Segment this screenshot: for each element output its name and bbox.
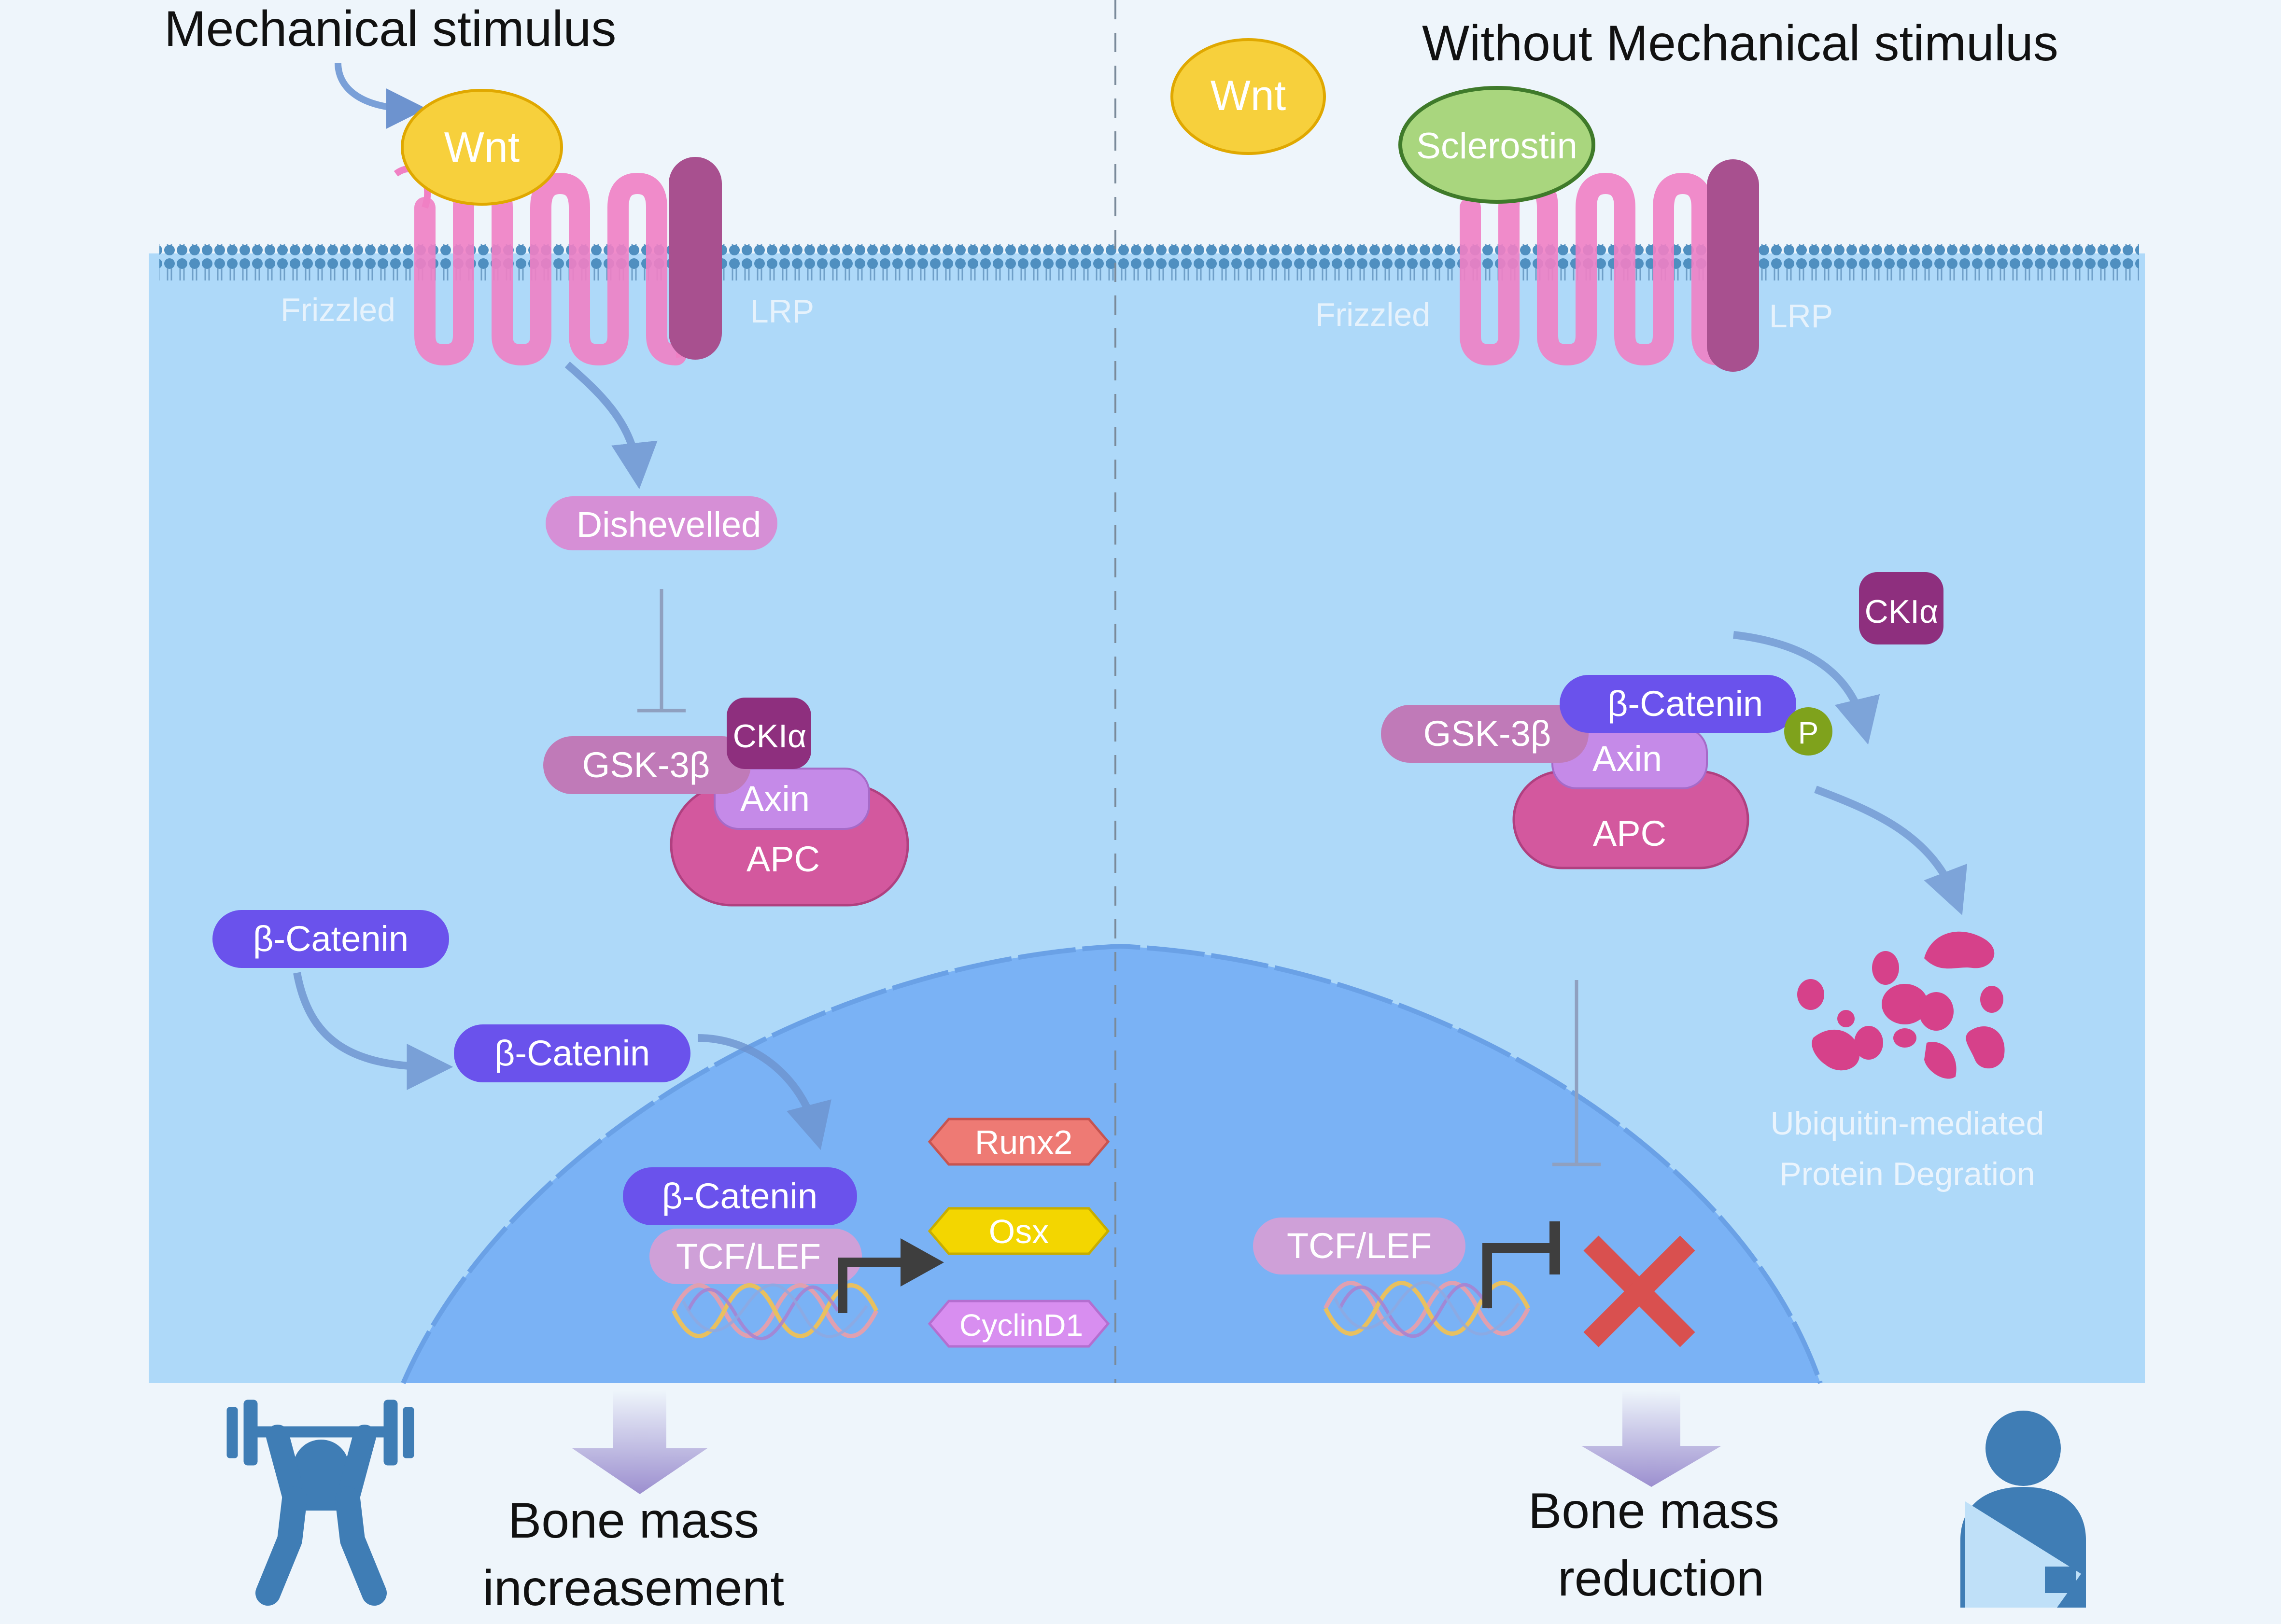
phosphate-group [1784,707,1832,756]
axin-label-left: Axin [740,779,810,819]
right-title: Without Mechanical stimulus [1422,15,2058,71]
degradation-label-line1: Ubiquitin-mediated [1771,1105,2044,1142]
ck1a-label-right: CKIα [1865,593,1939,630]
outcome-right-line2: reduction [1558,1551,1764,1607]
blocked-promoter-icon [1482,1243,1555,1308]
lrp-label-left: LRP [750,293,814,330]
weightlifter-icon [226,1400,414,1606]
phosphate-label: P [1798,715,1819,750]
axin-label-right: Axin [1592,739,1662,779]
dishevelled-label: Dishevelled [577,504,761,545]
inhibition-icon-right [1552,980,1601,1166]
dishevelled [546,496,777,550]
beta-catenin-complex [1560,675,1796,733]
tcf-lef-left [649,1229,862,1284]
sclerostin [1398,86,1595,204]
outcome-left-line2: increasement [483,1560,784,1616]
nuclear-envelope [401,943,1823,1384]
ck1a-right [1859,572,1943,644]
injured-arm-sling-icon [1960,1411,2086,1608]
apc-label-right: APC [1593,813,1666,854]
left-title: Mechanical stimulus [164,1,616,57]
wnt-ligand-left [401,89,563,206]
osx-label: Osx [989,1213,1049,1250]
runx2-label: Runx2 [975,1123,1072,1161]
beta-catenin-entering-label: β-Catenin [494,1033,650,1073]
beta-catenin-nucleus [623,1167,857,1225]
gsk3b-label-right: GSK-3β [1423,714,1551,754]
degradation-label-line2: Protein Degration [1779,1156,2035,1192]
apc-label-left: APC [746,839,820,879]
lrp-receptor-right [1707,159,1759,372]
beta-catenin-nucleus-label: β-Catenin [662,1176,817,1216]
cross-mark-icon [1583,1235,1695,1347]
wnt-ligand-right [1170,38,1326,155]
outcome-arrow-right [1581,1390,1721,1487]
tcf-lef-label-right: TCF/LEF [1287,1226,1432,1266]
sclerostin-label: Sclerostin [1416,126,1577,167]
wnt-label-left: Wnt [444,123,520,171]
activation-arrow-left [564,361,658,490]
promoter-arrow-icon [838,1258,908,1313]
wnt-label-right: Wnt [1211,71,1286,119]
inhibition-icon-left [637,589,686,713]
outcome-arrow-left [572,1390,707,1494]
cyclind1-gene [928,1300,1110,1348]
osx-gene [928,1207,1110,1255]
outcome-right-line1: Bone mass [1528,1483,1779,1539]
translocation-arrow-2 [697,1034,831,1150]
gsk3b-label-left: GSK-3β [582,745,710,785]
ck1a-label-left: CKIα [733,718,807,755]
beta-catenin-cytoplasm-label: β-Catenin [253,919,408,959]
tcf-lef-label-left: TCF/LEF [676,1236,821,1276]
runx2-gene [928,1118,1110,1166]
lrp-label-right: LRP [1769,298,1833,335]
translocation-arrow-1 [293,972,453,1090]
gsk3b-right [1381,705,1589,763]
outcome-left-line1: Bone mass [508,1493,759,1549]
beta-catenin-cytoplasm [212,910,449,968]
stimulus-arrow [335,62,427,129]
frizzled-label-right: Frizzled [1315,296,1430,333]
promoter-arrow-head [901,1238,944,1287]
cell-membrane [159,244,2139,280]
protein-fragments [1797,931,2005,1079]
beta-catenin-complex-label: β-Catenin [1607,684,1763,724]
degradation-arrow-1 [1733,631,1880,745]
tcf-lef-right [1253,1218,1465,1274]
frizzled-label-left: Frizzled [281,292,395,328]
ck1a-left [727,698,811,769]
beta-catenin-entering [454,1024,690,1082]
degradation-arrow-2 [1814,785,1968,915]
lrp-receptor-left [669,157,722,360]
cyclind1-label: CyclinD1 [959,1308,1083,1343]
gsk3b-left [543,736,751,794]
